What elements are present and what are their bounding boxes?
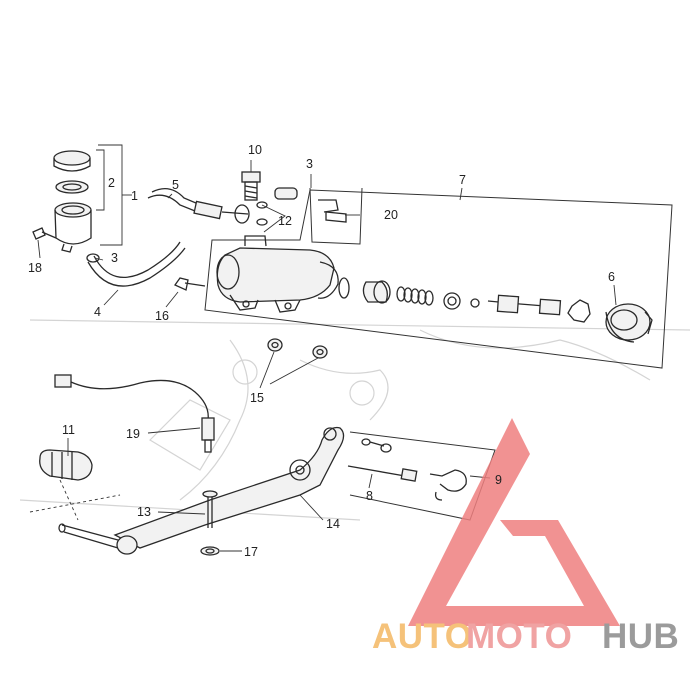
callout-2: 2	[108, 176, 115, 190]
leader-lines	[37, 160, 617, 552]
fluid-reservoir	[53, 150, 92, 253]
push-rod	[487, 294, 562, 316]
callout-4: 4	[94, 305, 101, 319]
washer	[443, 292, 461, 310]
banjo-fitting-12	[234, 187, 298, 233]
watermark-text-moto: MOTO	[466, 617, 572, 656]
callout-3-body: 3	[306, 157, 313, 171]
callout-9: 9	[495, 473, 502, 487]
watermark-text-auto: AUTO	[372, 617, 473, 656]
callout-6: 6	[608, 270, 615, 284]
callout-5: 5	[172, 178, 179, 192]
callout-8: 8	[366, 489, 373, 503]
watermark-text-hub: HUB	[602, 617, 679, 656]
bushings-15	[267, 338, 328, 359]
brake-pedal-14	[58, 426, 345, 555]
piston-cup	[362, 280, 391, 304]
callout-1: 1	[131, 189, 138, 203]
circlip	[567, 299, 591, 323]
callout-13: 13	[137, 505, 151, 519]
pin-13	[202, 490, 218, 528]
watermark-text: AUTO MOTO HUB	[372, 617, 679, 656]
callout-labels: 1 2 3 3 4 5 6 7 8 9 10 11 12 13 14 15 16…	[28, 143, 615, 559]
callout-12: 12	[278, 214, 292, 228]
banjo-bolt-10	[241, 171, 261, 201]
axis-lines	[29, 479, 121, 521]
bracket-parts-1-2	[96, 144, 132, 246]
hose-clip-3	[86, 253, 100, 263]
screw-18	[32, 227, 57, 240]
callout-20: 20	[384, 208, 398, 222]
master-cylinder-frame	[204, 187, 673, 369]
dust-boot-6	[605, 303, 653, 343]
callout-17: 17	[244, 545, 258, 559]
callout-10: 10	[248, 143, 262, 157]
callout-3-clip: 3	[111, 251, 118, 265]
callout-15: 15	[250, 391, 264, 405]
callout-11: 11	[62, 423, 75, 437]
bolt-16	[174, 277, 206, 291]
callout-18: 18	[28, 261, 42, 275]
master-cylinder-body	[216, 235, 339, 313]
hose-4	[87, 241, 186, 287]
watermark-logo	[408, 418, 620, 626]
brake-switch-19	[54, 374, 215, 453]
callout-16: 16	[155, 309, 169, 323]
pedal-rubber-11	[39, 449, 93, 481]
callout-19: 19	[126, 427, 140, 441]
chassis-ghost-outline	[19, 319, 691, 521]
hose-5	[147, 187, 249, 220]
o-ring	[338, 277, 350, 299]
callout-7: 7	[459, 173, 466, 187]
spring	[396, 286, 434, 306]
fitting-20	[318, 199, 347, 223]
small-washer	[470, 298, 480, 308]
washer-17	[200, 546, 220, 556]
callout-14: 14	[326, 517, 340, 531]
